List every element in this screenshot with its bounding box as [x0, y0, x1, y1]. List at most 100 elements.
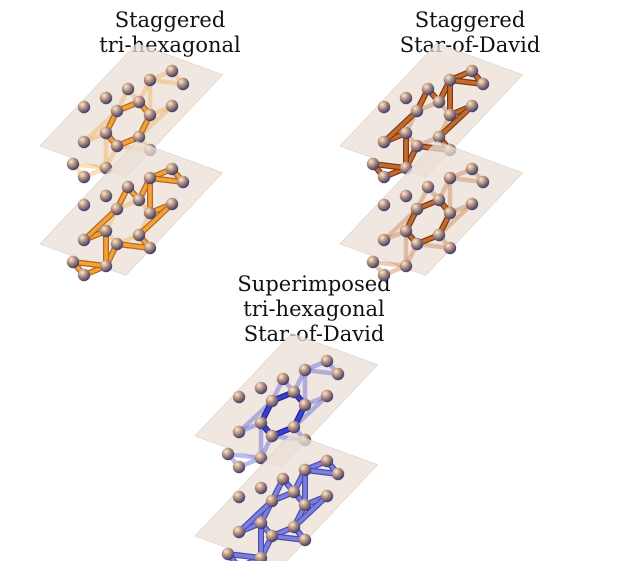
atom — [232, 490, 246, 504]
atom — [143, 241, 157, 255]
atom — [143, 108, 157, 122]
atom — [254, 451, 268, 465]
atom — [366, 157, 380, 171]
atom — [254, 516, 268, 530]
atom — [276, 372, 290, 386]
atom — [143, 206, 157, 220]
atom — [165, 162, 179, 176]
bond-strong — [382, 109, 419, 144]
atom — [221, 547, 235, 561]
title-staggered-tri-hexagonal: Staggered tri-hexagonal — [55, 8, 285, 58]
atom — [254, 381, 268, 395]
atom — [265, 494, 279, 508]
atom — [366, 255, 380, 269]
atom — [165, 64, 179, 78]
atom — [410, 139, 424, 153]
atom — [399, 126, 413, 140]
atom — [77, 135, 91, 149]
atom — [377, 135, 391, 149]
atom — [432, 130, 446, 144]
atom — [410, 104, 424, 118]
atom — [265, 429, 279, 443]
atom — [287, 385, 301, 399]
bond-strong — [237, 499, 274, 534]
layer-tr-lower — [339, 141, 524, 282]
atom — [265, 529, 279, 543]
atom — [99, 126, 113, 140]
atom — [298, 363, 312, 377]
layer-b-upper — [194, 333, 379, 474]
atom — [132, 95, 146, 109]
atom — [399, 189, 413, 203]
atom — [276, 472, 290, 486]
atom — [121, 180, 135, 194]
atom — [110, 104, 124, 118]
atom — [77, 100, 91, 114]
title-superimposed: Superimposed tri-hexagonal Star-of-David — [199, 272, 429, 347]
atom — [165, 99, 179, 113]
atom — [399, 91, 413, 105]
atom — [99, 91, 113, 105]
atom — [331, 467, 345, 481]
layer-b-lower — [194, 433, 379, 561]
atom — [377, 268, 391, 282]
atom — [66, 157, 80, 171]
layer-tl-upper — [39, 43, 224, 184]
atom — [399, 259, 413, 273]
atom — [443, 73, 457, 87]
atom — [176, 77, 190, 91]
atom — [320, 354, 334, 368]
atom — [265, 394, 279, 408]
atom — [254, 551, 268, 561]
title-staggered-star-of-david: Staggered Star-of-David — [355, 8, 585, 58]
title-line: Staggered — [414, 8, 526, 32]
bond-strong — [437, 104, 474, 139]
atom — [320, 489, 334, 503]
title-line: Star-of-David — [399, 33, 541, 57]
atom — [432, 228, 446, 242]
atom — [77, 233, 91, 247]
atom — [176, 175, 190, 189]
title-line: Superimposed — [237, 272, 391, 296]
atom — [232, 460, 246, 474]
atom — [110, 202, 124, 216]
atom — [287, 485, 301, 499]
layer-tl-lower — [39, 141, 224, 282]
title-line: Staggered — [114, 8, 226, 32]
atom — [132, 228, 146, 242]
atom — [320, 389, 334, 403]
atom — [77, 268, 91, 282]
atom — [410, 237, 424, 251]
atom — [77, 170, 91, 184]
atom — [443, 241, 457, 255]
atom — [165, 197, 179, 211]
atom — [298, 498, 312, 512]
atom — [298, 398, 312, 412]
atom — [465, 197, 479, 211]
atom — [432, 193, 446, 207]
bond-strong — [137, 202, 174, 237]
atom — [465, 162, 479, 176]
atom — [110, 139, 124, 153]
atom — [99, 189, 113, 203]
bond-strong — [292, 494, 329, 529]
atom — [410, 202, 424, 216]
bond-strong — [82, 207, 119, 242]
title-line: tri-hexagonal — [99, 33, 241, 57]
atom — [377, 233, 391, 247]
atom — [232, 525, 246, 539]
atom — [476, 175, 490, 189]
atom — [232, 390, 246, 404]
atom — [298, 463, 312, 477]
atom — [77, 198, 91, 212]
atom — [476, 77, 490, 91]
atom — [331, 367, 345, 381]
title-line: tri-hexagonal — [243, 297, 385, 321]
atom — [287, 520, 301, 534]
atom — [465, 64, 479, 78]
atom — [443, 171, 457, 185]
atom — [232, 425, 246, 439]
atom — [121, 82, 135, 96]
atom — [99, 224, 113, 238]
